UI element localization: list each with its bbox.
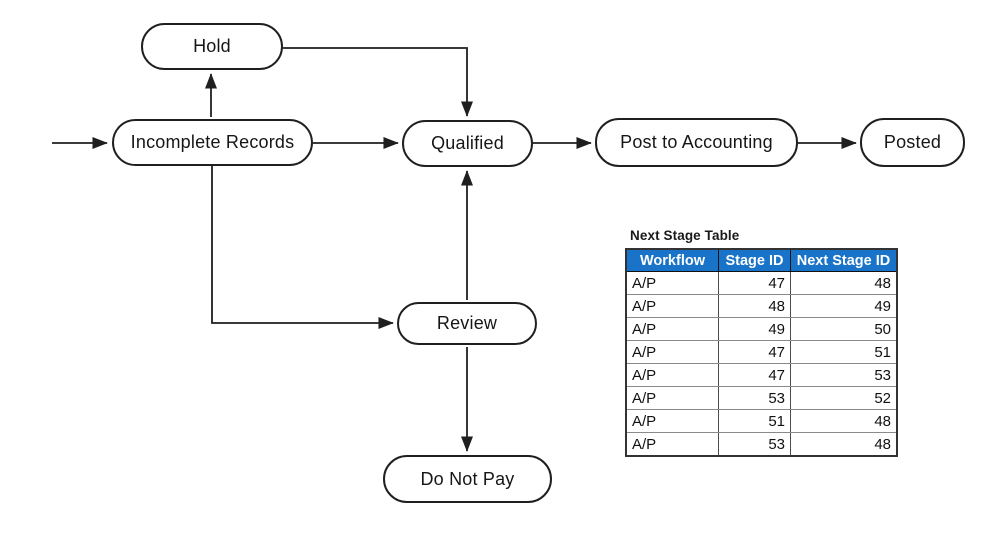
column-header-workflow: Workflow <box>625 248 719 272</box>
cell-workflow: A/P <box>625 409 719 433</box>
cell-next-stage-id: 48 <box>790 409 898 433</box>
cell-stage-id: 53 <box>718 386 791 410</box>
node-review: Review <box>397 302 537 345</box>
cell-next-stage-id: 50 <box>790 317 898 341</box>
node-qualified: Qualified <box>402 120 533 167</box>
table-row: A/P 48 49 <box>625 294 898 318</box>
cell-workflow: A/P <box>625 317 719 341</box>
table-row: A/P 47 53 <box>625 363 898 387</box>
cell-stage-id: 47 <box>718 340 791 364</box>
edge-hold-to-qualified <box>283 47 473 117</box>
table-row: A/P 47 51 <box>625 340 898 364</box>
table-header-row: Workflow Stage ID Next Stage ID <box>625 248 898 272</box>
cell-workflow: A/P <box>625 386 719 410</box>
table-row: A/P 51 48 <box>625 409 898 433</box>
node-post-to-accounting: Post to Accounting <box>595 118 798 167</box>
cell-workflow: A/P <box>625 294 719 318</box>
cell-next-stage-id: 49 <box>790 294 898 318</box>
cell-next-stage-id: 52 <box>790 386 898 410</box>
cell-stage-id: 49 <box>718 317 791 341</box>
cell-next-stage-id: 48 <box>790 271 898 295</box>
cell-workflow: A/P <box>625 271 719 295</box>
next-stage-table-section: Next Stage Table Workflow Stage ID Next … <box>625 228 898 457</box>
node-incomplete-records: Incomplete Records <box>112 119 313 166</box>
node-posted: Posted <box>860 118 965 167</box>
edge-incomplete-records-to-review <box>211 166 394 329</box>
cell-next-stage-id: 53 <box>790 363 898 387</box>
table-title: Next Stage Table <box>630 228 740 243</box>
cell-workflow: A/P <box>625 340 719 364</box>
cell-stage-id: 53 <box>718 432 791 457</box>
table-row: A/P 53 48 <box>625 432 898 457</box>
cell-next-stage-id: 51 <box>790 340 898 364</box>
column-header-stage-id: Stage ID <box>718 248 791 272</box>
node-hold: Hold <box>141 23 283 70</box>
cell-workflow: A/P <box>625 363 719 387</box>
cell-stage-id: 47 <box>718 271 791 295</box>
table-row: A/P 53 52 <box>625 386 898 410</box>
next-stage-table: Workflow Stage ID Next Stage ID A/P 47 4… <box>625 248 898 457</box>
cell-stage-id: 47 <box>718 363 791 387</box>
node-do-not-pay: Do Not Pay <box>383 455 552 503</box>
cell-next-stage-id: 48 <box>790 432 898 457</box>
column-header-next-stage-id: Next Stage ID <box>790 248 898 272</box>
cell-stage-id: 48 <box>718 294 791 318</box>
cell-workflow: A/P <box>625 432 719 457</box>
table-row: A/P 47 48 <box>625 271 898 295</box>
cell-stage-id: 51 <box>718 409 791 433</box>
table-row: A/P 49 50 <box>625 317 898 341</box>
